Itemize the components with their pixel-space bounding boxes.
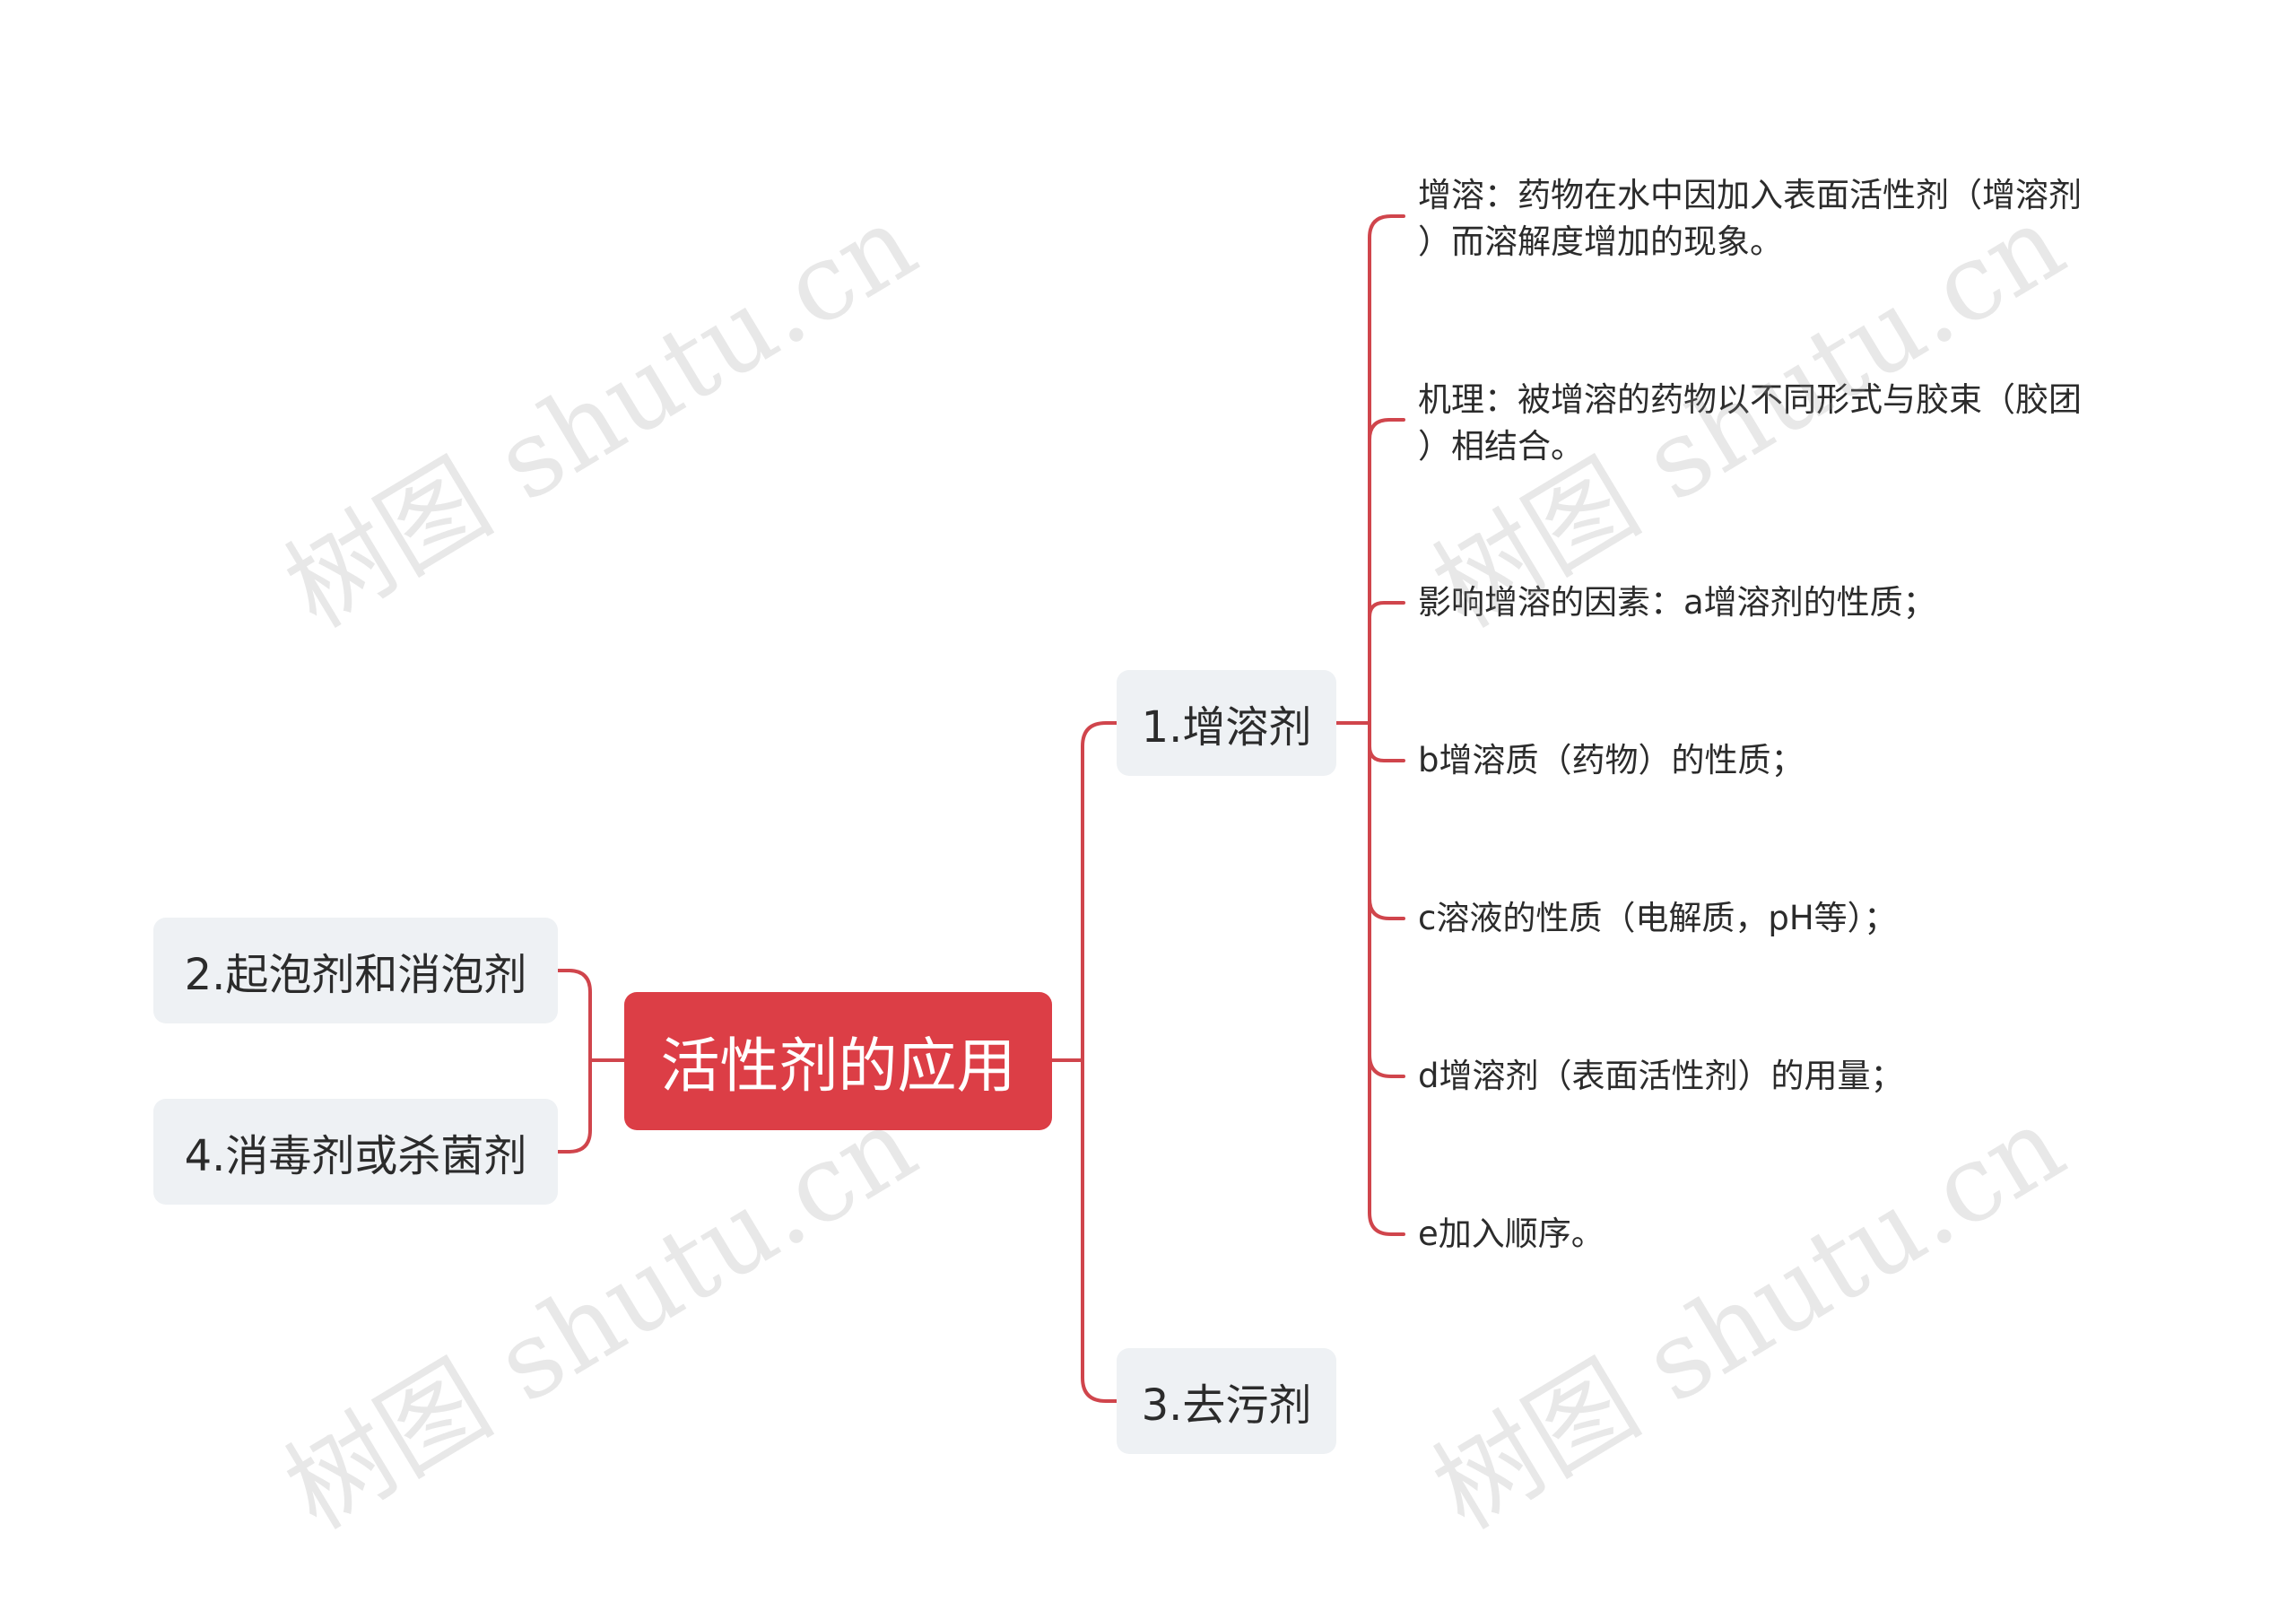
leaf-node-factor-a[interactable]: 影响增溶的因素：a增溶剂的性质； <box>1418 579 1936 626</box>
connector-b1-to-leaf-7 <box>1368 721 1405 1236</box>
branch-label: 2.起泡剂和消泡剂 <box>184 950 527 1000</box>
connector-b1-to-leaf-4 <box>1368 721 1405 762</box>
branch-label: 4.消毒剂或杀菌剂 <box>184 1131 527 1181</box>
connector-root-to-b2 <box>556 969 592 1062</box>
branch-node-disinfectant[interactable]: 4.消毒剂或杀菌剂 <box>153 1099 558 1205</box>
leaf-node-mechanism[interactable]: 机理：被增溶的药物以不同形式与胶束（胶团 ）相结合。 <box>1418 377 2082 470</box>
leaf-node-factor-e[interactable]: e加入顺序。 <box>1418 1211 1605 1258</box>
connector-b1-to-leaf-1 <box>1368 214 1405 725</box>
leaf-line: e加入顺序。 <box>1418 1215 1605 1253</box>
leaf-line: ）而溶解度增加的现象。 <box>1418 222 1783 261</box>
connector-root-to-b3 <box>1081 1058 1118 1403</box>
connector-b1-to-leaf-3 <box>1368 601 1405 725</box>
leaf-node-factor-c[interactable]: c溶液的性质（电解质，pH等）； <box>1418 895 1897 942</box>
leaf-line: c溶液的性质（电解质，pH等）； <box>1418 899 1898 937</box>
branch-label: 3.去污剂 <box>1141 1380 1312 1431</box>
connector-root-to-b1 <box>1081 721 1118 1062</box>
branch-node-solubilizer[interactable]: 1.增溶剂 <box>1117 670 1336 776</box>
connector-b1-to-leaf-6 <box>1368 721 1405 1078</box>
connector-root-to-b4 <box>556 1058 592 1154</box>
leaf-line: 增溶：药物在水中因加入表面活性剂（增溶剂 <box>1418 176 2082 214</box>
branch-label: 1.增溶剂 <box>1141 702 1312 753</box>
leaf-line: b增溶质（药物）的性质； <box>1418 741 1805 779</box>
root-label: 活性剂的应用 <box>660 1032 1016 1101</box>
leaf-line: ）相结合。 <box>1418 427 1584 466</box>
leaf-node-factor-b[interactable]: b增溶质（药物）的性质； <box>1418 737 1805 784</box>
leaf-line: 影响增溶的因素：a增溶剂的性质； <box>1418 583 1936 622</box>
leaf-line: 机理：被增溶的药物以不同形式与胶束（胶团 <box>1418 380 2082 419</box>
connector-b1-to-leaf-5 <box>1368 721 1405 920</box>
branch-node-detergent[interactable]: 3.去污剂 <box>1117 1348 1336 1454</box>
leaf-line: d增溶剂（表面活性剂）的用量； <box>1418 1057 1904 1095</box>
leaf-node-definition[interactable]: 增溶：药物在水中因加入表面活性剂（增溶剂 ）而溶解度增加的现象。 <box>1418 172 2082 266</box>
branch-node-foaming-defoaming[interactable]: 2.起泡剂和消泡剂 <box>153 918 558 1023</box>
root-node[interactable]: 活性剂的应用 <box>624 992 1052 1130</box>
leaf-node-factor-d[interactable]: d增溶剂（表面活性剂）的用量； <box>1418 1053 1904 1100</box>
connector-b1-to-leaf-2 <box>1368 418 1405 725</box>
